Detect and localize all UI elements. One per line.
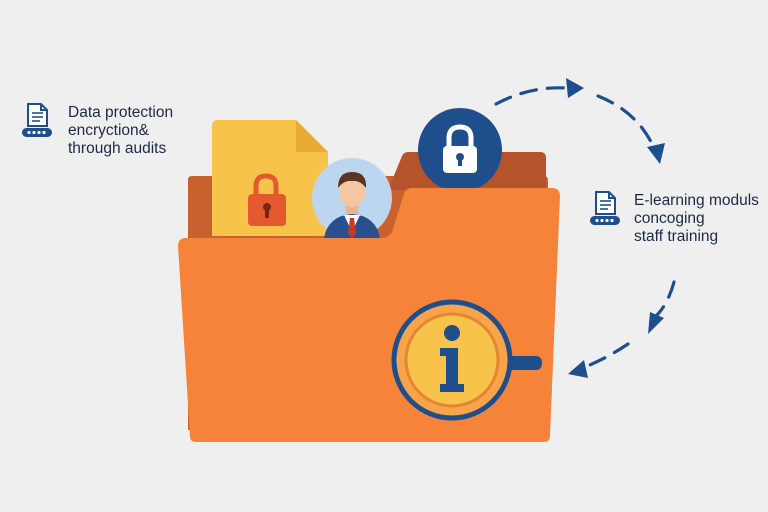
document-icon — [27, 103, 48, 127]
padlock-icon — [248, 173, 286, 226]
right-note-line: staff training — [634, 228, 719, 245]
padlock-icon — [418, 108, 502, 192]
left-note-line: through audits — [68, 140, 167, 157]
left-note-line: encryction& — [68, 122, 149, 139]
person-avatar-icon — [312, 158, 392, 238]
info-icon — [440, 325, 464, 392]
password-dots-icon — [590, 216, 620, 225]
document-icon — [595, 191, 616, 215]
left-note-line: Data protection — [68, 104, 174, 121]
left-note-text: Data protection encryction& through audi… — [68, 104, 173, 158]
password-dots-icon — [22, 128, 52, 137]
dashed-circular-arrow-icon — [494, 78, 676, 378]
right-note-text: E-learning moduls concoging staff traini… — [634, 192, 759, 246]
right-note-line: concoging — [634, 210, 705, 227]
right-note-line: E-learning moduls — [634, 192, 759, 209]
